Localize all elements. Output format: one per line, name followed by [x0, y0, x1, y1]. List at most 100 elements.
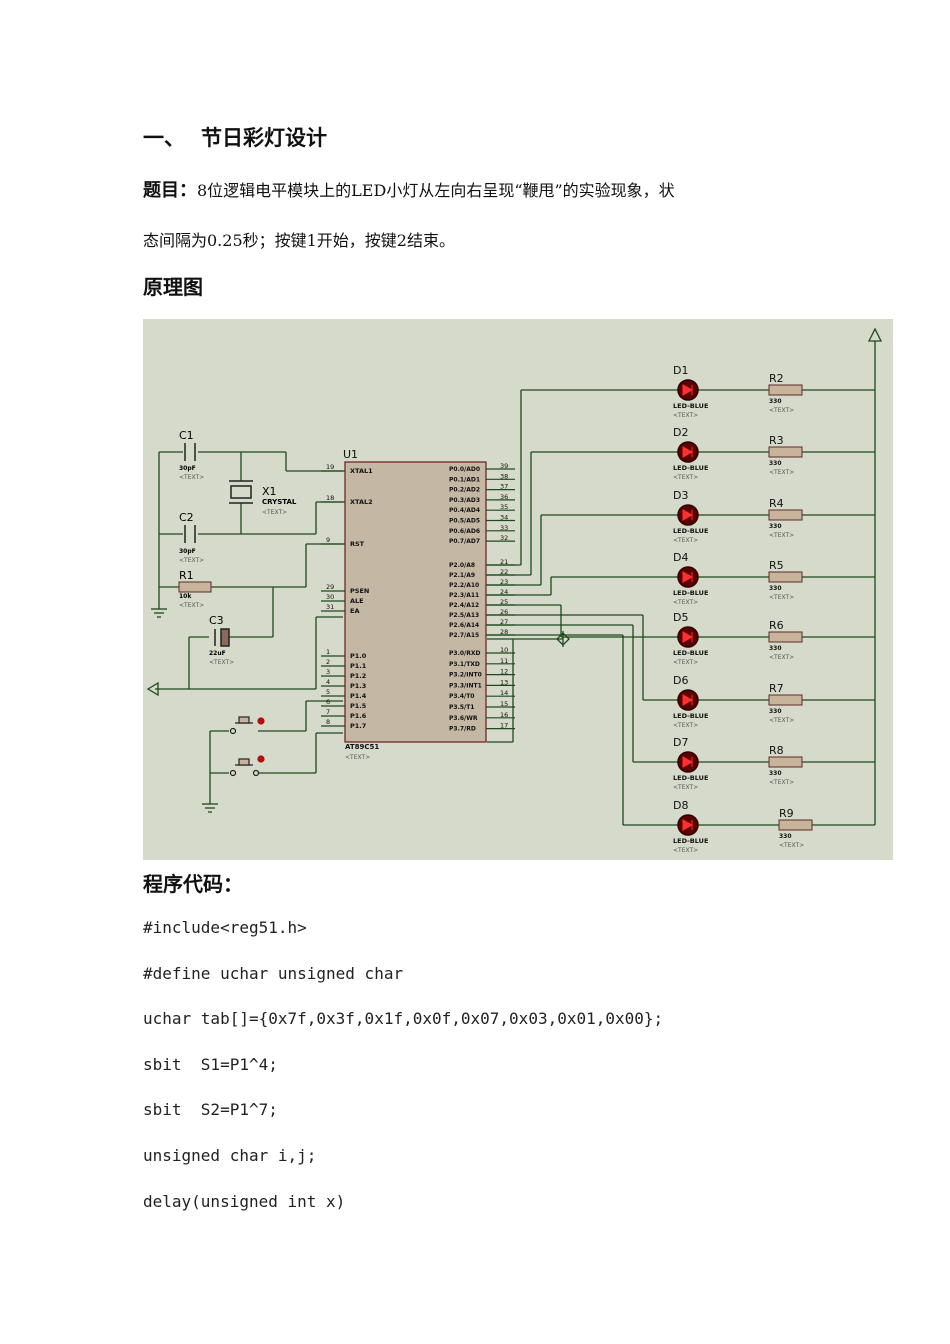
mcu-pin-name: P0.6/AD6 [449, 528, 480, 535]
mcu-pin-number: 33 [500, 524, 508, 532]
mcu-pin-number: 39 [500, 462, 508, 470]
push-buttons [229, 716, 265, 777]
led-text: <TEXT> [673, 599, 698, 606]
mcu-pin-name: PSEN [350, 587, 369, 595]
mcu-pin-name: P2.5/A13 [449, 612, 479, 619]
mcu-pin-name: P0.5/AD5 [449, 518, 480, 525]
resistor-body [768, 446, 803, 458]
led-text: <TEXT> [673, 474, 698, 481]
resistor-ref: R3 [769, 434, 784, 447]
resistor-value: 330 [779, 833, 792, 840]
schematic-background [143, 319, 893, 860]
c3-value: 22uF [209, 650, 226, 657]
code-line: #include<reg51.h> [143, 918, 307, 937]
mcu-pin-name: P1.2 [350, 672, 366, 680]
mcu-pin-number: 22 [500, 568, 508, 576]
mcu-pin-number: 37 [500, 483, 508, 491]
r1-value: 10k [179, 593, 192, 600]
crystal-x1 [229, 480, 253, 504]
c2-value: 30pF [179, 548, 196, 555]
code-line: unsigned char i,j; [143, 1146, 317, 1165]
mcu-pin-number: 2 [326, 658, 330, 666]
c3-ref: C3 [209, 614, 224, 627]
mcu-pin-number: 17 [500, 722, 508, 730]
mcu-pin-name: P3.2/INT0 [449, 672, 482, 679]
led-diode-icon [682, 756, 694, 768]
mcu-pin-name: P0.7/AD7 [449, 538, 480, 545]
resistor-body [768, 571, 803, 583]
mcu-pin-name: P1.5 [350, 702, 367, 710]
mcu-pin-number: 34 [500, 514, 508, 522]
resistor-text: <TEXT> [769, 532, 794, 539]
mcu-pin-name: P0.2/AD2 [449, 487, 480, 494]
mcu-pin-name: P0.1/AD1 [449, 476, 480, 483]
led-text: <TEXT> [673, 784, 698, 791]
resistor-value: 330 [769, 398, 782, 405]
mcu-pin-name: P3.0/RXD [449, 650, 480, 657]
mcu-pin-number: 6 [326, 698, 330, 706]
c1-text: <TEXT> [179, 474, 204, 481]
resistor-value: 330 [769, 523, 782, 530]
resistor-body [768, 384, 803, 396]
led-diode-icon [682, 509, 694, 521]
mcu-pin-number: 9 [326, 536, 330, 544]
mcu-pin-name: P3.6/WR [449, 715, 478, 722]
led-part: LED-BLUE [673, 837, 708, 845]
resistor-text: <TEXT> [779, 842, 804, 849]
led-text: <TEXT> [673, 659, 698, 666]
mcu-pin-name: P0.3/AD3 [449, 497, 480, 504]
led-part: LED-BLUE [673, 712, 708, 720]
mcu-pin-name: RST [350, 540, 365, 548]
task-label: 题目： [143, 180, 197, 201]
mcu-pin-number: 1 [326, 648, 330, 656]
resistor-body [768, 756, 803, 768]
mcu-pin-name: P1.3 [350, 682, 366, 690]
mcu-pin-name: P0.0/AD0 [449, 466, 480, 473]
mcu-pin-name: P3.3/INT1 [449, 682, 482, 689]
mcu-pin-name: ALE [350, 597, 364, 605]
mcu-pin-number: 5 [326, 688, 330, 696]
mcu-pin-name: P3.1/TXD [449, 661, 480, 668]
task-line-1: 题目：8位逻辑电平模块上的LED小灯从左向右呈现“鞭甩”的实验现象，状 [143, 176, 675, 202]
led-text: <TEXT> [673, 722, 698, 729]
mcu-pin-name: EA [350, 607, 359, 615]
resistor-ref: R8 [769, 744, 784, 757]
mcu-pin-name: P2.1/A9 [449, 572, 475, 579]
section-title: 节日彩灯设计 [201, 126, 327, 150]
mcu-pin-number: 15 [500, 700, 508, 708]
mcu-pin-name: P3.4/T0 [449, 693, 475, 700]
resistor-body [778, 819, 813, 831]
led-ref: D7 [673, 736, 688, 749]
mcu-pin-number: 35 [500, 503, 508, 511]
code-line: sbit S2=P1^7; [143, 1100, 278, 1119]
code-line: uchar tab[]={0x7f,0x3f,0x1f,0x0f,0x07,0x… [143, 1009, 664, 1028]
mcu-pin-number: 28 [500, 628, 508, 636]
led-ref: D3 [673, 489, 688, 502]
mcu-pin-number: 19 [326, 463, 334, 471]
c2-ref: C2 [179, 511, 194, 524]
mcu-pin-name: XTAL2 [350, 498, 373, 506]
task-text-1: 8位逻辑电平模块上的LED小灯从左向右呈现“鞭甩”的实验现象，状 [197, 181, 675, 200]
mcu-pin-number: 14 [500, 689, 508, 697]
mcu-pin-name: P1.7 [350, 722, 366, 730]
resistor-r1 [178, 581, 212, 593]
mcu-pin-number: 13 [500, 678, 508, 686]
led-part: LED-BLUE [673, 649, 708, 657]
mcu-pin-number: 29 [326, 583, 334, 591]
led-diode-icon [682, 631, 694, 643]
mcu-pin-name: P3.5/T1 [449, 704, 475, 711]
led-ref: D6 [673, 674, 688, 687]
resistor-text: <TEXT> [769, 407, 794, 414]
mcu-pin-name: XTAL1 [350, 467, 373, 475]
resistor-value: 330 [769, 770, 782, 777]
led-ref: D2 [673, 426, 688, 439]
mcu-pin-number: 7 [326, 708, 330, 716]
resistor-text: <TEXT> [769, 469, 794, 476]
code-line: sbit S1=P1^4; [143, 1055, 278, 1074]
resistor-body [768, 631, 803, 643]
code-line: #define uchar unsigned char [143, 964, 404, 983]
mcu-pin-name: P2.6/A14 [449, 622, 479, 629]
mcu-pin-number: 32 [500, 534, 508, 542]
led-diode-icon [682, 819, 694, 831]
